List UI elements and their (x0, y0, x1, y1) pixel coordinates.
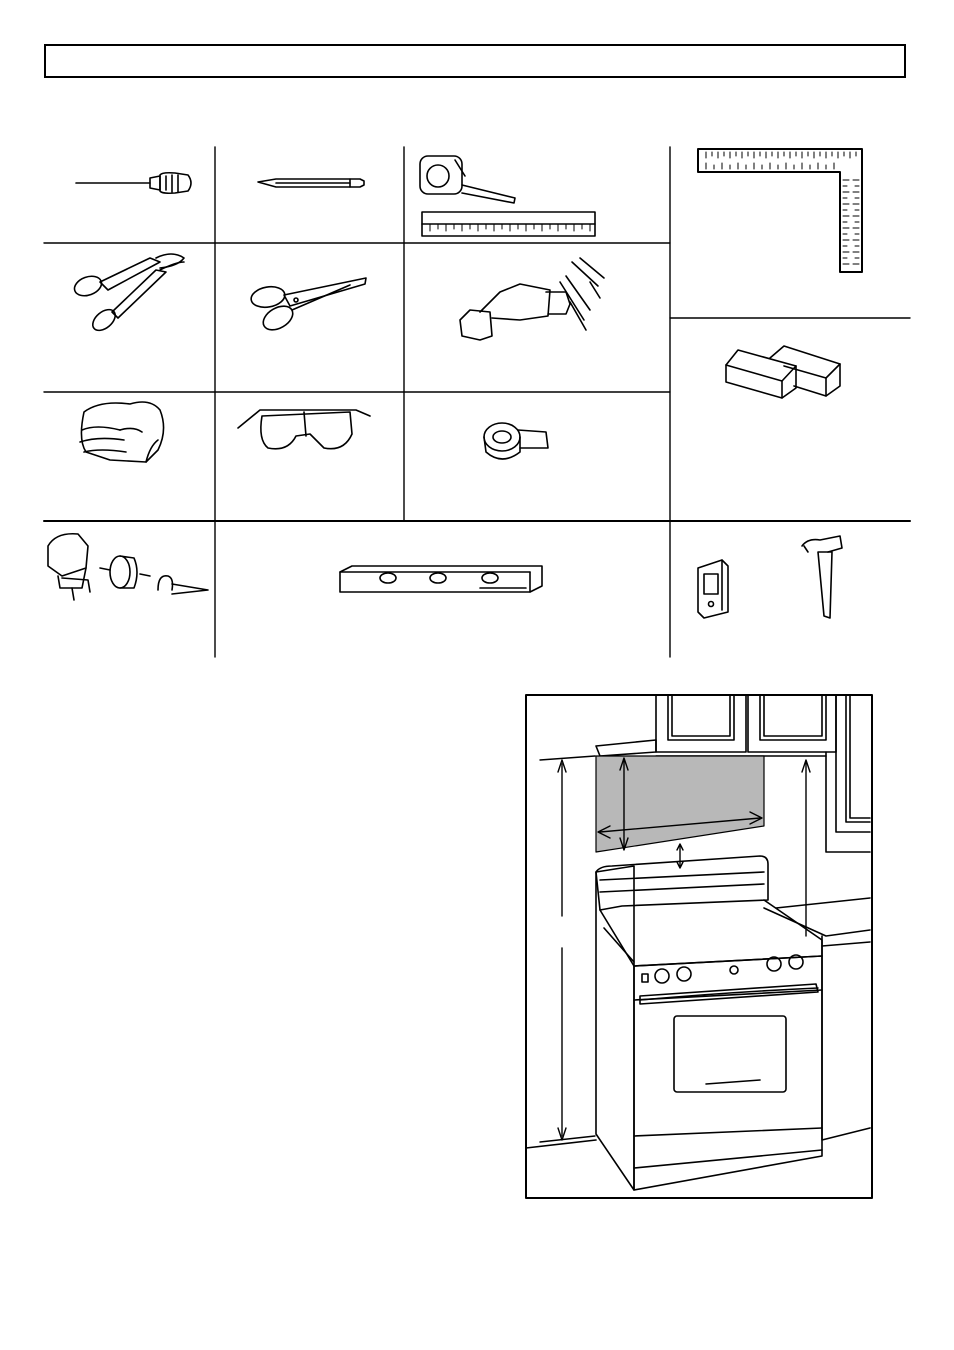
keyhole-saw-icon (157, 574, 209, 595)
hole-saw-icon (99, 555, 151, 589)
stud-finder-icon (697, 559, 729, 619)
level-icon (339, 565, 543, 593)
tool-grid-lines (43, 146, 911, 658)
range-installation-icon (525, 694, 873, 1199)
tin-snips-icon (73, 253, 185, 332)
wood-blocks-icon (725, 345, 841, 399)
ruler-icon (421, 211, 596, 237)
gloves-icon (79, 401, 165, 463)
pencil-icon (257, 178, 365, 188)
section-title-box (44, 44, 906, 78)
saber-saw-icon (47, 532, 91, 601)
carpenter-square-icon (697, 148, 863, 273)
screwdriver-icon (75, 171, 192, 195)
duct-tape-icon (483, 422, 549, 460)
scissors-icon (250, 277, 367, 331)
tape-measure-icon (419, 155, 516, 204)
drill-icon (459, 257, 605, 341)
safety-glasses-icon (237, 409, 371, 450)
hammer-icon (801, 535, 843, 619)
